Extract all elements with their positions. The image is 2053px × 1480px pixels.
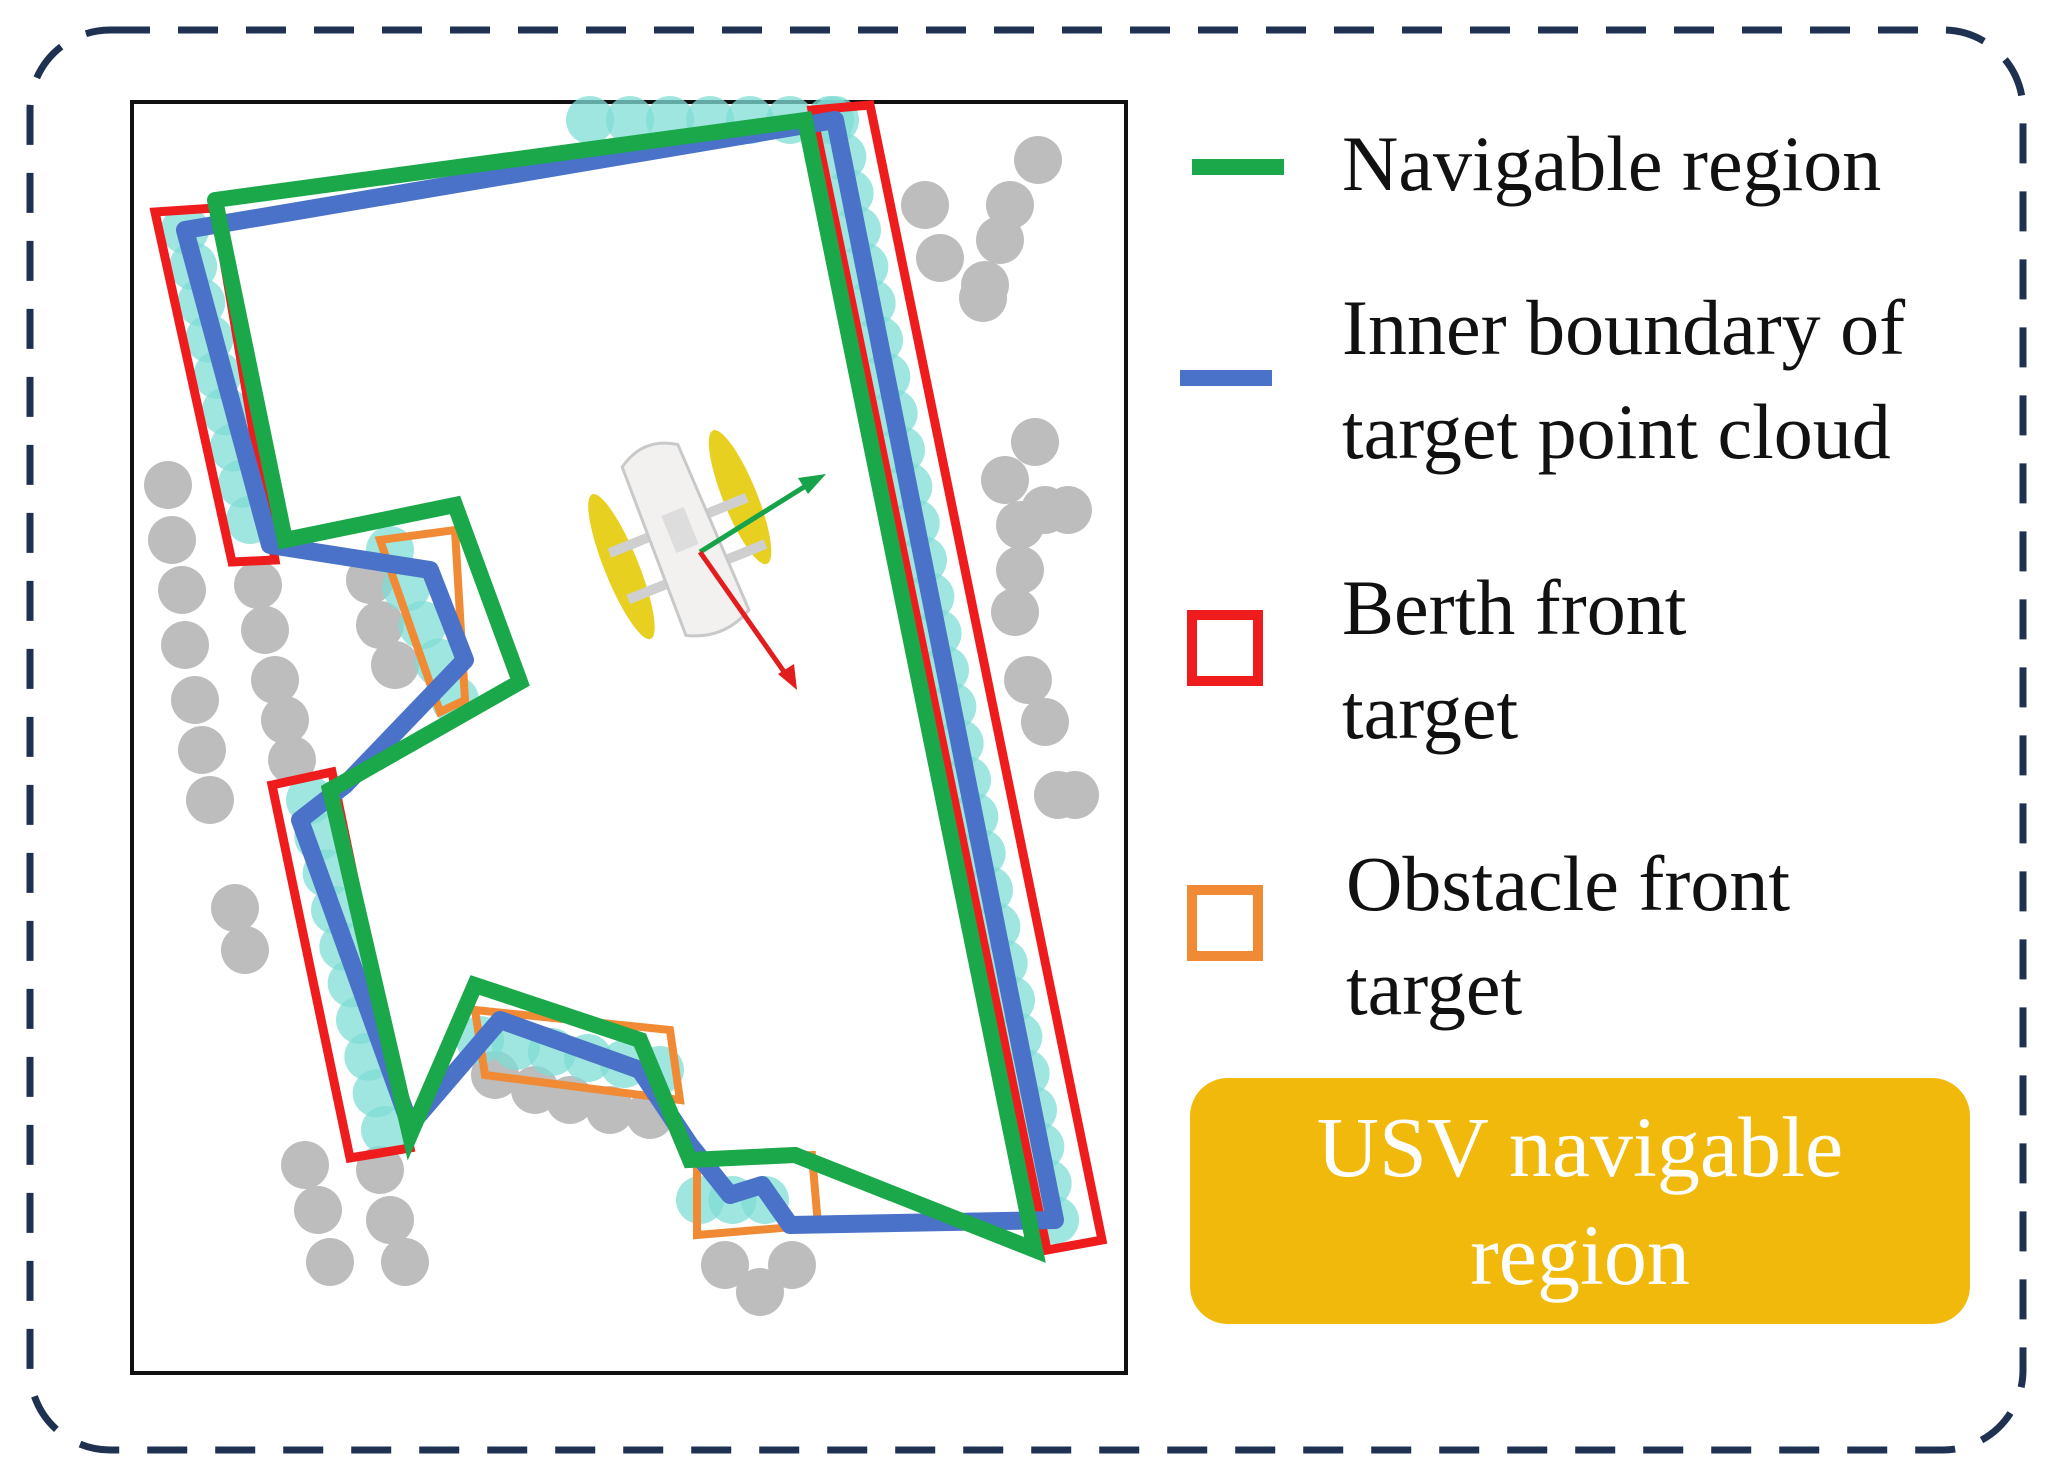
obstacle-point (281, 1141, 329, 1189)
berth-front-target-box (149, 203, 281, 567)
navigable-region-line (207, 111, 1046, 1263)
obstacle-point (976, 216, 1024, 264)
obstacle-point (1004, 656, 1052, 704)
obstacle-point (1011, 418, 1059, 466)
target-point (566, 96, 614, 144)
legend-navigable-swatch (1192, 159, 1284, 175)
obstacle-point (371, 641, 419, 689)
legend-inner-boundary-swatch (1180, 370, 1272, 386)
usv-navigable-region-label: USV navigable region (1316, 1099, 1844, 1303)
usv-navigable-region-badge: USV navigable region (1190, 1078, 1970, 1324)
usv-catamaran-icon (588, 430, 772, 640)
target-point (361, 1106, 409, 1154)
obstacle-point (221, 926, 269, 974)
obstacle-point (1014, 136, 1062, 184)
berth-front-target-box (806, 100, 1108, 1256)
obstacle-point (586, 1086, 634, 1134)
obstacle-point (148, 516, 196, 564)
obstacle-point (234, 561, 282, 609)
outer-dashed-border (26, 26, 2027, 1454)
obstacle-point (916, 234, 964, 282)
obstacle-point (768, 1241, 816, 1289)
obstacle-point (241, 606, 289, 654)
obstacle-point (186, 776, 234, 824)
heading-arrow (698, 474, 826, 555)
legend-obstacle-label-1: Obstacle front (1346, 840, 1791, 927)
obstacle-point (381, 1238, 429, 1286)
obstacle-point (736, 1268, 784, 1316)
inner-boundary-line (176, 111, 1064, 1234)
obstacle-point (1021, 698, 1069, 746)
obstacle-point (996, 546, 1044, 594)
obstacle-point (161, 621, 209, 669)
obstacle-point (959, 274, 1007, 322)
obstacle-point (178, 726, 226, 774)
obstacle-point (211, 884, 259, 932)
legend-berth-label-1: Berth front (1342, 564, 1687, 651)
obstacle-point (356, 601, 404, 649)
legend-inner-boundary-label-1: Inner boundary of (1342, 284, 1906, 371)
obstacle-point (366, 1196, 414, 1244)
legend-obstacle-swatch (1187, 885, 1263, 961)
legend-berth-swatch (1187, 610, 1263, 686)
legend-inner-boundary-label-2: target point cloud (1342, 388, 1891, 475)
obstacle-front-target-box (374, 525, 470, 718)
obstacle-point (981, 456, 1029, 504)
obstacle-point (294, 1186, 342, 1234)
legend-navigable-label: Navigable region (1342, 120, 1882, 207)
obstacle-point (1044, 486, 1092, 534)
obstacle-point (158, 566, 206, 614)
obstacle-point (306, 1238, 354, 1286)
target-point (606, 96, 654, 144)
lateral-arrow (697, 550, 797, 690)
map-panel (130, 96, 1128, 1375)
obstacle-point (268, 736, 316, 784)
obstacle-point (171, 676, 219, 724)
obstacle-point (996, 501, 1044, 549)
obstacle-point (261, 696, 309, 744)
obstacle-point (991, 588, 1039, 636)
obstacle-point (701, 1241, 749, 1289)
legend-obstacle-label-2: target (1346, 944, 1523, 1031)
obstacle-point (901, 181, 949, 229)
obstacle-point (144, 461, 192, 509)
legend-berth-label-2: target (1342, 668, 1519, 755)
obstacle-point (251, 656, 299, 704)
obstacle-point (1051, 771, 1099, 819)
